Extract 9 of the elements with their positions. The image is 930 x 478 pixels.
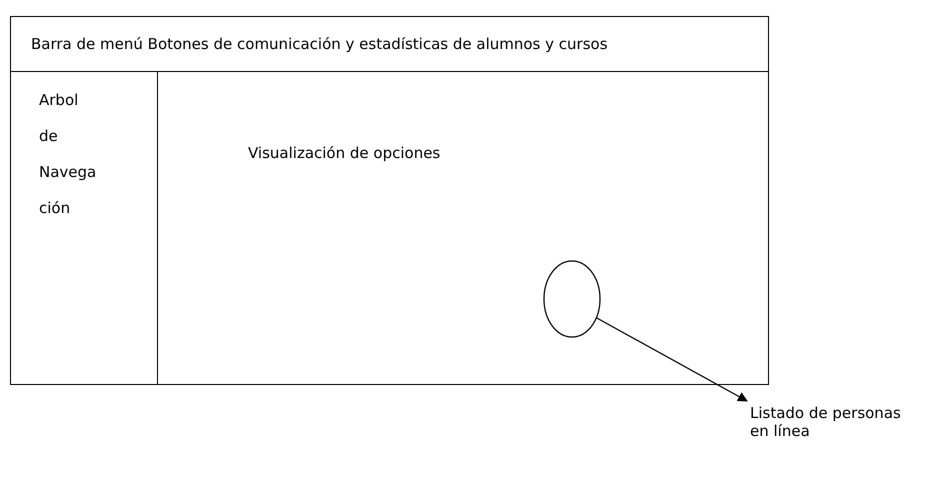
panel-label: Barra de menú Botones de comunicación y estadísticas de alumnos y cursos	[31, 35, 609, 53]
user-list-circle	[543, 260, 601, 338]
arrow	[596, 316, 748, 402]
callout-label: Listado de personas en línea	[750, 404, 920, 444]
navigation-panel	[10, 71, 158, 385]
panel-label: Visualización de opciones	[248, 144, 442, 162]
content-panel	[157, 71, 769, 385]
menu-bar	[10, 16, 769, 72]
panel-label: Arbol de Navegación	[39, 90, 98, 219]
